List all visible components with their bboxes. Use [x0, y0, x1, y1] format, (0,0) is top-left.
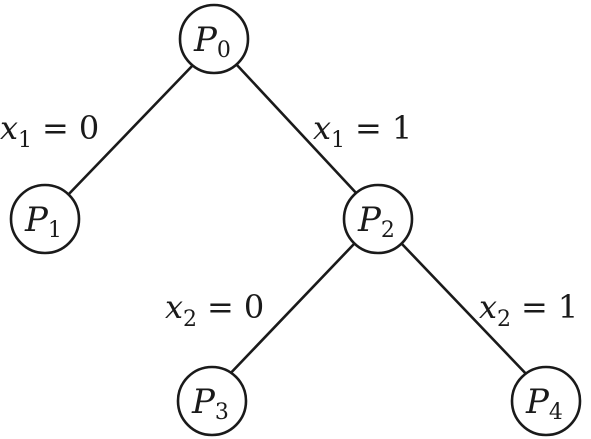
edge-p0-p2 — [235, 63, 359, 196]
edge-label-p2-p4: x2=1 — [479, 288, 578, 332]
node-p2: P2 — [342, 183, 414, 255]
node-p2-label: P2 — [357, 200, 395, 243]
node-p0: P0 — [178, 3, 250, 75]
edge-label-p2-p3: x2=0 — [165, 288, 264, 332]
node-p4-label: P4 — [525, 382, 563, 425]
edge-p2-p4 — [401, 243, 531, 379]
node-p0-label: P0 — [193, 20, 231, 63]
edge-label-p0-p1: x1=0 — [0, 109, 99, 153]
edge-label-p0-p2: x1=1 — [313, 109, 412, 153]
node-p3-label: P3 — [191, 382, 229, 425]
node-p4: P4 — [510, 365, 582, 437]
node-p3: P3 — [176, 365, 248, 437]
node-p1-label: P1 — [24, 200, 62, 243]
edge-p0-p1 — [65, 63, 195, 198]
edge-p2-p3 — [225, 243, 355, 379]
node-p1: P1 — [9, 183, 81, 255]
